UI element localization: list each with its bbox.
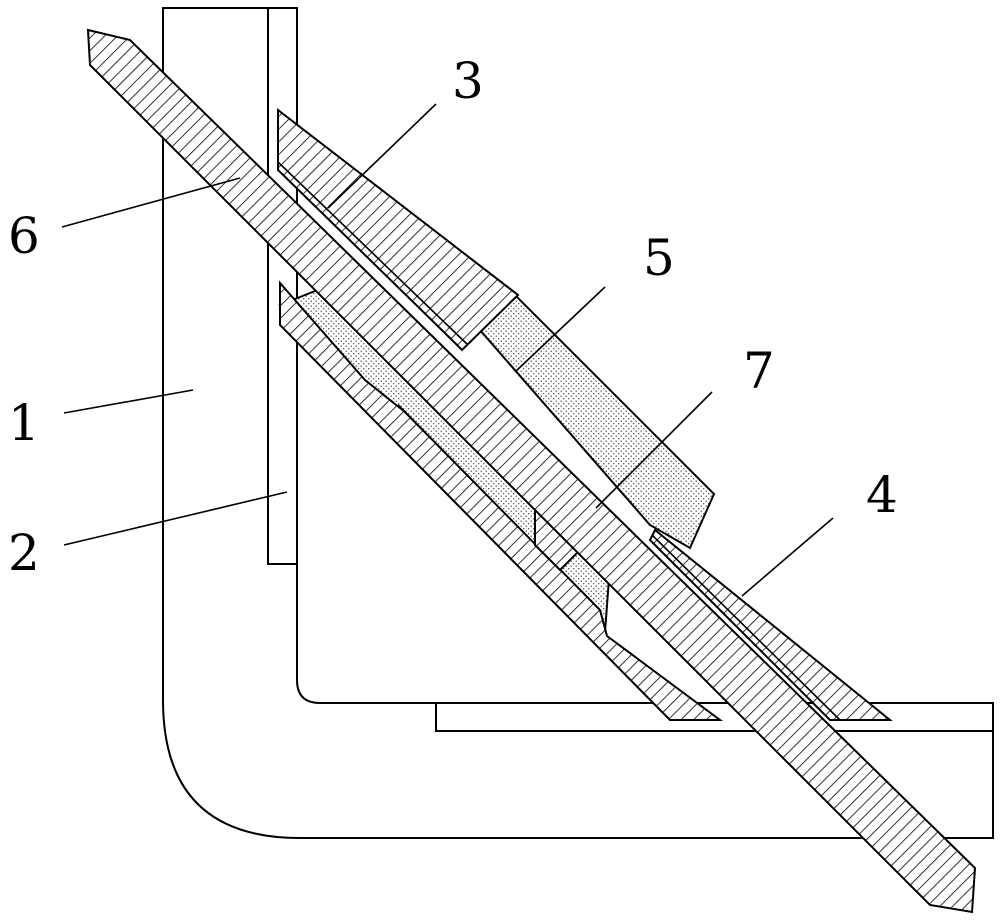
label-2: 2 <box>8 524 40 582</box>
label-5: 5 <box>643 229 675 287</box>
leader-3 <box>327 103 437 209</box>
rod-edge-lower <box>651 534 841 721</box>
label-6: 6 <box>8 207 40 265</box>
inner-plate <box>267 7 298 565</box>
rod <box>86 28 977 914</box>
leader-6 <box>61 177 241 228</box>
leader-1 <box>63 389 194 414</box>
label-7: 7 <box>743 342 775 400</box>
lower-sleeve <box>648 528 893 721</box>
upper-sleeve <box>277 107 520 352</box>
leader-2 <box>63 491 288 546</box>
leader-5 <box>514 286 606 373</box>
frame-outline <box>162 7 994 839</box>
label-1: 1 <box>8 394 40 452</box>
label-4: 4 <box>866 466 898 524</box>
base-plate <box>435 702 994 732</box>
leader-4 <box>741 517 834 597</box>
leader-7 <box>595 391 713 509</box>
lower-sleeve-left <box>279 280 724 721</box>
rod-edge-upper <box>277 161 469 346</box>
label-3: 3 <box>452 52 484 110</box>
